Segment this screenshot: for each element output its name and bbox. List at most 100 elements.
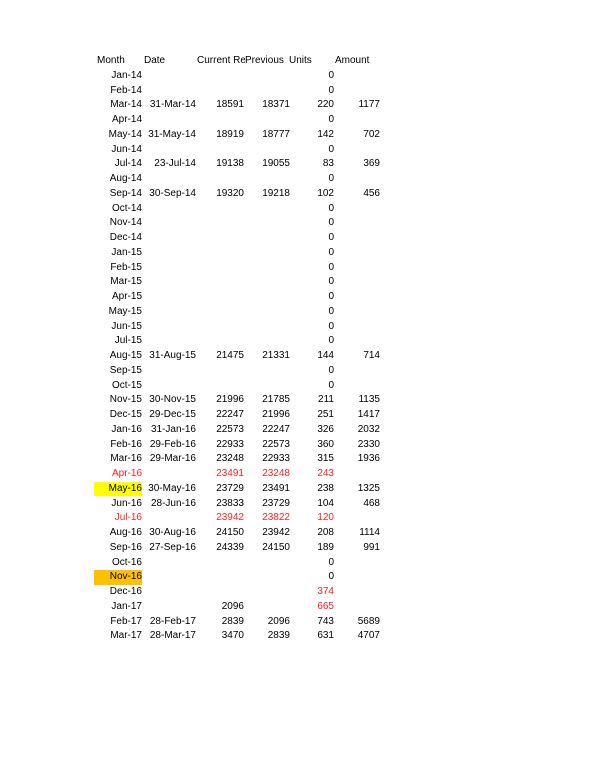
previous-reading-cell[interactable]: 23248 [262, 468, 290, 479]
units-cell[interactable]: 326 [317, 423, 334, 435]
month-cell[interactable]: Jun-15 [111, 320, 142, 332]
month-cell[interactable]: Aug-15 [109, 350, 142, 361]
month-cell[interactable]: Feb-16 [110, 438, 142, 450]
units-cell[interactable]: 220 [317, 99, 334, 111]
date-cell[interactable] [144, 202, 196, 217]
month-cell[interactable]: Sep-14 [109, 187, 142, 199]
previous-reading-cell[interactable] [244, 600, 290, 615]
previous-reading-cell[interactable] [244, 69, 290, 84]
amount-cell[interactable] [334, 113, 380, 128]
amount-cell[interactable] [334, 600, 380, 615]
date-cell[interactable] [144, 69, 196, 84]
amount-cell[interactable]: 1417 [357, 409, 380, 420]
amount-cell[interactable] [334, 216, 380, 231]
amount-cell[interactable]: 2032 [357, 423, 380, 435]
month-cell[interactable]: May-16 [94, 481, 142, 497]
amount-cell[interactable]: 456 [363, 187, 380, 199]
current-reading-cell[interactable]: 19138 [216, 158, 244, 170]
date-cell[interactable] [144, 305, 196, 320]
current-reading-cell[interactable]: 23491 [216, 468, 244, 479]
amount-cell[interactable]: 714 [363, 350, 380, 361]
date-cell[interactable] [144, 334, 196, 349]
amount-cell[interactable]: 991 [363, 541, 380, 553]
current-reading-cell[interactable] [196, 334, 244, 349]
units-cell[interactable]: 0 [328, 364, 334, 376]
amount-cell[interactable]: 5689 [357, 615, 380, 627]
month-cell[interactable]: May-15 [108, 305, 142, 317]
units-cell[interactable]: 144 [317, 350, 334, 361]
previous-reading-cell[interactable]: 2839 [267, 630, 290, 642]
amount-cell[interactable] [334, 275, 380, 290]
current-reading-cell[interactable] [196, 143, 244, 158]
month-cell[interactable]: Nov-14 [109, 217, 142, 229]
amount-cell[interactable] [334, 334, 380, 349]
date-cell[interactable] [144, 320, 196, 335]
current-reading-cell[interactable]: 18919 [216, 128, 244, 140]
units-cell[interactable]: 360 [317, 438, 334, 450]
previous-reading-cell[interactable]: 18371 [262, 99, 290, 111]
units-cell[interactable]: 251 [317, 409, 334, 420]
month-cell[interactable]: Sep-15 [109, 364, 142, 376]
month-cell[interactable]: Oct-14 [111, 202, 142, 214]
date-cell[interactable] [144, 113, 196, 128]
date-cell[interactable]: 28-Jun-16 [150, 497, 196, 509]
units-cell[interactable]: 0 [328, 556, 334, 568]
previous-reading-cell[interactable] [244, 556, 290, 571]
current-reading-cell[interactable] [196, 202, 244, 217]
current-reading-cell[interactable] [196, 305, 244, 320]
current-reading-cell[interactable] [196, 379, 244, 394]
month-cell[interactable]: Jan-14 [111, 69, 142, 81]
date-cell[interactable]: 29-Feb-16 [149, 438, 196, 450]
previous-reading-cell[interactable] [244, 275, 290, 290]
amount-cell[interactable] [334, 570, 380, 585]
current-reading-cell[interactable] [196, 320, 244, 335]
date-cell[interactable]: 29-Mar-16 [149, 453, 196, 465]
previous-reading-cell[interactable]: 23942 [262, 527, 290, 538]
units-cell[interactable]: 0 [328, 276, 334, 288]
previous-reading-cell[interactable]: 19055 [262, 158, 290, 170]
units-cell[interactable]: 83 [322, 158, 334, 170]
units-cell[interactable]: 208 [317, 527, 334, 538]
amount-cell[interactable] [334, 290, 380, 305]
date-cell[interactable] [144, 231, 196, 246]
date-cell[interactable]: 29-Dec-15 [149, 409, 196, 420]
previous-reading-cell[interactable]: 24150 [262, 541, 290, 553]
amount-cell[interactable] [334, 511, 380, 526]
previous-reading-cell[interactable] [244, 570, 290, 585]
amount-cell[interactable] [334, 379, 380, 394]
header-current-reading[interactable]: Current Re [197, 55, 245, 66]
previous-reading-cell[interactable]: 22933 [262, 453, 290, 465]
units-cell[interactable]: 0 [328, 232, 334, 243]
previous-reading-cell[interactable]: 23491 [262, 482, 290, 494]
date-cell[interactable]: 30-Sep-14 [149, 187, 196, 199]
units-cell[interactable]: 631 [317, 630, 334, 642]
current-reading-cell[interactable] [196, 585, 244, 600]
units-cell[interactable]: 0 [328, 246, 334, 258]
amount-cell[interactable] [334, 143, 380, 158]
previous-reading-cell[interactable] [244, 84, 290, 99]
month-cell[interactable]: Dec-16 [109, 586, 142, 597]
current-reading-cell[interactable]: 2096 [221, 600, 244, 612]
previous-reading-cell[interactable] [244, 585, 290, 600]
previous-reading-cell[interactable] [244, 261, 290, 276]
month-cell[interactable]: Apr-15 [111, 291, 142, 302]
date-cell[interactable]: 31-Mar-14 [149, 99, 196, 111]
previous-reading-cell[interactable] [244, 305, 290, 320]
previous-reading-cell[interactable]: 18777 [262, 128, 290, 140]
date-cell[interactable]: 23-Jul-14 [154, 158, 196, 170]
previous-reading-cell[interactable] [244, 290, 290, 305]
units-cell[interactable]: 211 [318, 394, 334, 406]
amount-cell[interactable] [334, 305, 380, 320]
units-cell[interactable]: 0 [328, 69, 334, 81]
date-cell[interactable] [144, 246, 196, 261]
units-cell[interactable]: 0 [328, 571, 334, 583]
month-cell[interactable]: Oct-15 [111, 379, 142, 391]
amount-cell[interactable] [334, 585, 380, 600]
amount-cell[interactable]: 369 [363, 158, 380, 170]
header-previous[interactable]: Previous [245, 55, 284, 66]
date-cell[interactable] [144, 467, 196, 482]
date-cell[interactable]: 27-Sep-16 [149, 541, 196, 553]
month-cell[interactable]: Jun-14 [111, 143, 142, 155]
units-cell[interactable]: 0 [328, 261, 334, 273]
amount-cell[interactable] [334, 364, 380, 379]
